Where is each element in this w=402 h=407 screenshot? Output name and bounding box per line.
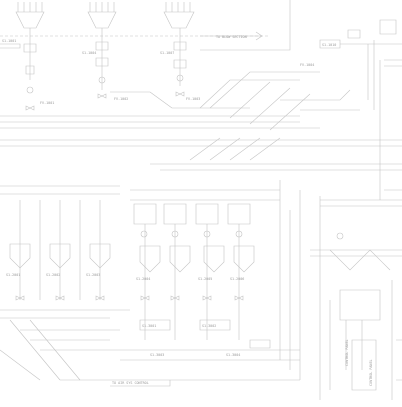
tag-label: FV-1003 — [186, 97, 200, 101]
side-label: CONTROL PANEL — [345, 339, 349, 366]
tag-label: S1-3002 — [202, 324, 216, 328]
hopper-group-1 — [15, 2, 45, 80]
hopper-group-3 — [163, 2, 195, 86]
tag-label: S1-3004 — [226, 353, 240, 357]
tag-label: S1-3003 — [150, 353, 164, 357]
tag-label: S1-2006 — [230, 277, 244, 281]
tag-label: S1-1004 — [82, 51, 96, 55]
tag-label: S1-2002 — [46, 273, 60, 277]
tag-label: S1-1010 — [322, 43, 336, 47]
ref-top-right: TO BLOW SECTION — [216, 35, 247, 39]
tag-label: S1-1001 — [2, 39, 16, 43]
tag-label: S1-2001 — [6, 273, 20, 277]
tag-label: FV-1002 — [114, 97, 128, 101]
tag-label: S1-2003 — [86, 273, 100, 277]
tag-label: FV-1001 — [40, 101, 54, 105]
side-label: CONTROL PANEL — [369, 359, 373, 386]
tag-label: S1-1007 — [160, 51, 174, 55]
tag-label: FV-1004 — [300, 63, 314, 67]
hopper-group-2 — [87, 2, 117, 90]
ref-bottom: TO AIR SYS CONTROL — [112, 381, 149, 385]
tag-label: S1-3001 — [142, 324, 156, 328]
tag-label: S1-2004 — [136, 277, 150, 281]
tag-label: S1-2005 — [198, 277, 212, 281]
